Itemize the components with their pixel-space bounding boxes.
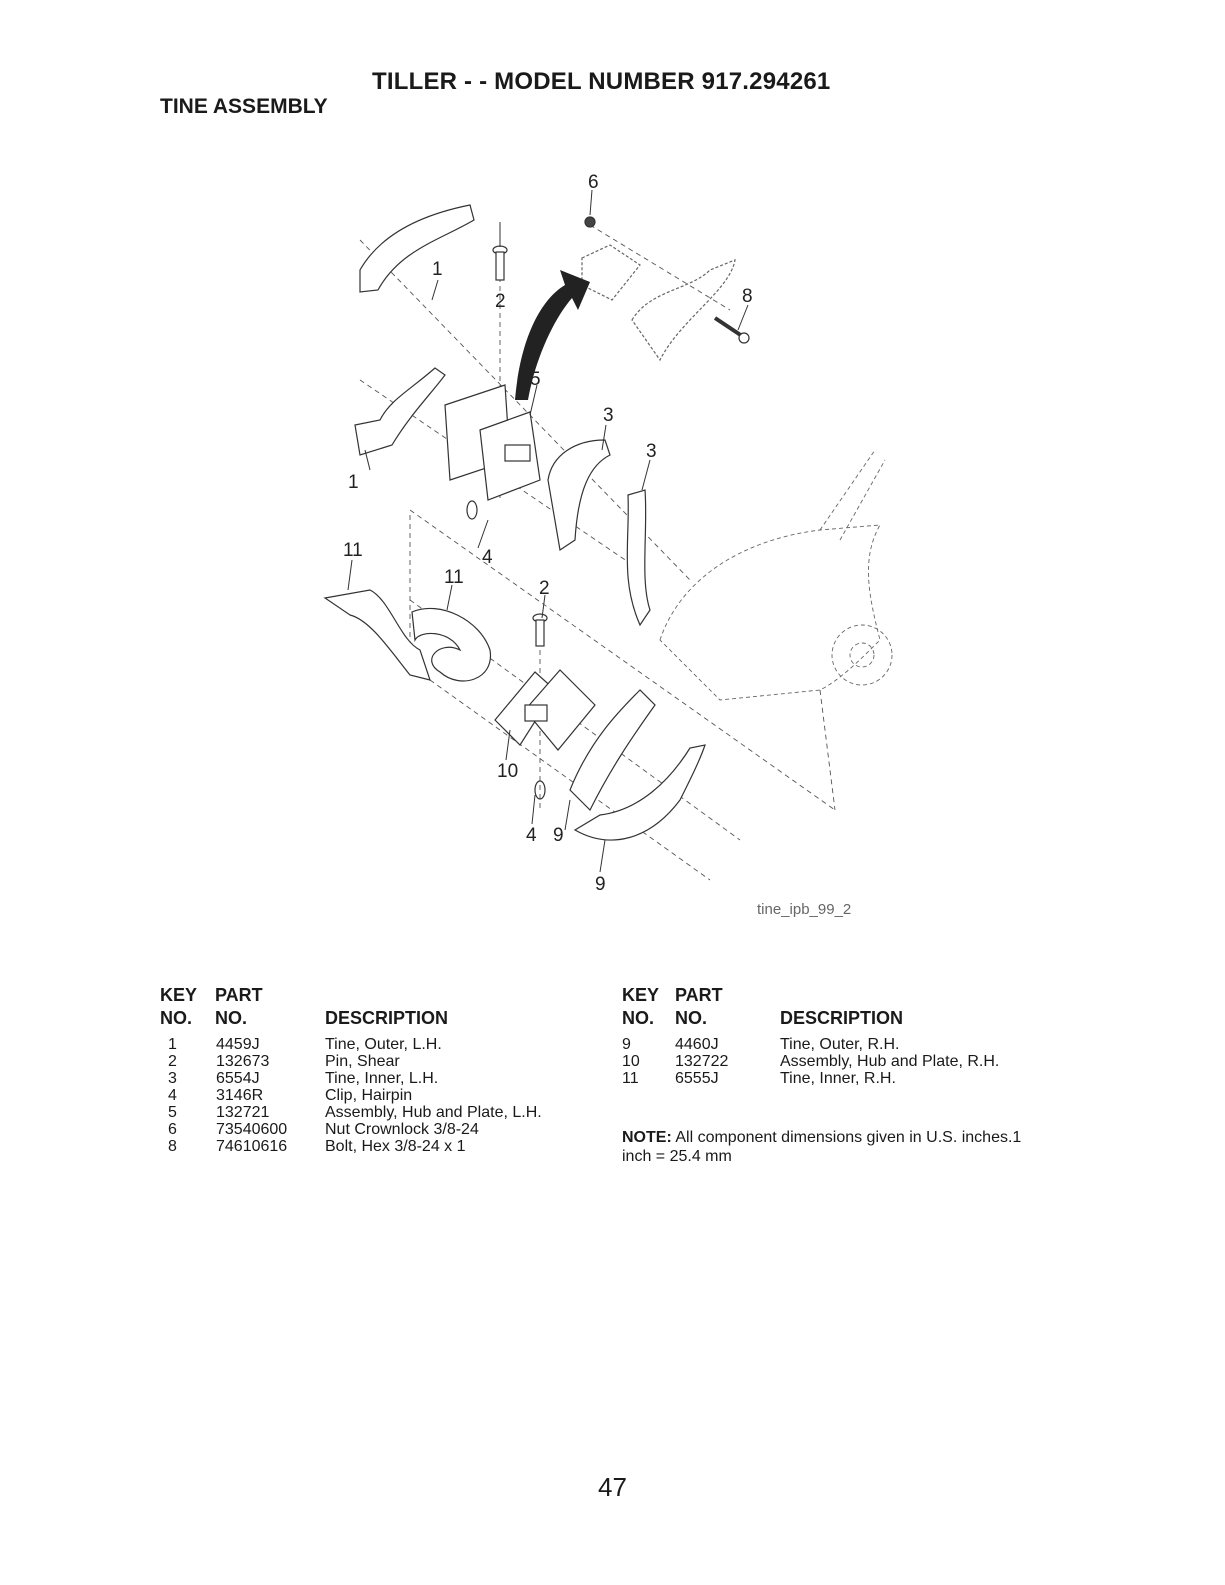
part-no: 132722 [675,1053,729,1070]
part-no: 6555J [675,1070,719,1087]
description: Tine, Outer, L.H. [325,1036,442,1053]
note-label: NOTE: [622,1129,672,1146]
description: Tine, Inner, R.H. [780,1070,896,1087]
description: Tine, Outer, R.H. [780,1036,900,1053]
shear-pin-lower-part [532,613,548,647]
col-header-part-no: NO. [215,1008,248,1028]
key-no: 11 [622,1070,639,1087]
outer-tine-lh-lower-part [354,367,446,456]
callout-label: 6 [588,172,599,193]
inner-tine-lh-part [547,439,651,627]
outer-tine-rh-upper-part [581,244,736,362]
description: Assembly, Hub and Plate, R.H. [780,1053,1000,1070]
callout-label: 3 [646,441,657,462]
hex-bolt-part [713,316,750,344]
part-no: 4459J [216,1036,260,1053]
rotation-arrow [515,270,590,400]
key-no: 5 [168,1104,177,1121]
outer-tine-rh-part [569,689,706,841]
hub-plate-lh-part [444,384,541,501]
callout-leader-lines [347,189,749,873]
figure-id: tine_ipb_99_2 [757,901,852,918]
callout-label: 11 [343,540,363,561]
col-header-description: DESCRIPTION [325,1008,449,1028]
key-no: 2 [168,1053,177,1070]
exploded-parts-diagram: 6 1 2 8 5 3 3 1 11 4 11 2 10 4 9 9 [323,172,893,895]
part-no: 132673 [216,1053,270,1070]
part-no: 132721 [216,1104,270,1121]
col-header-part: PART [215,985,263,1005]
callout-label: 3 [603,405,614,426]
description: Clip, Hairpin [325,1087,413,1104]
callout-numbers: 6 1 2 8 5 3 3 1 11 4 11 2 10 4 9 9 [343,172,753,895]
hairpin-clip-lower-part [534,780,546,800]
key-no: 1 [168,1036,177,1053]
callout-label: 4 [482,547,493,568]
part-no: 4460J [675,1036,719,1053]
callout-label: 2 [539,578,550,599]
key-no: 10 [622,1053,640,1070]
callout-label: 10 [497,761,518,782]
page-title: TILLER - - MODEL NUMBER 917.294261 [372,68,831,95]
part-no: 73540600 [216,1121,288,1138]
callout-label: 8 [742,286,753,307]
callout-label: 9 [595,874,606,895]
key-no: 6 [168,1121,177,1138]
dimension-note: NOTE: All component dimensions given in … [622,1128,1022,1166]
key-no: 9 [622,1036,631,1053]
col-header-key-no: NO. [622,1008,655,1028]
callout-label: 4 [526,825,537,846]
col-header-description: DESCRIPTION [780,1008,904,1028]
part-no: 6554J [216,1070,260,1087]
callout-label: 1 [348,472,359,493]
callout-label: 1 [432,259,443,280]
callout-label: 11 [444,567,464,588]
hairpin-clip-upper-part [466,500,478,520]
description: Pin, Shear [325,1053,400,1070]
section-title: TINE ASSEMBLY [160,95,328,118]
shear-pin-upper-part [492,245,508,281]
description: Assembly, Hub and Plate, L.H. [325,1104,542,1121]
description: Bolt, Hex 3/8-24 x 1 [325,1138,466,1155]
key-no: 4 [168,1087,177,1104]
inner-tine-rh-part [323,589,491,682]
part-no: 74610616 [216,1138,288,1155]
key-no: 3 [168,1070,177,1087]
col-header-part-no: NO. [675,1008,708,1028]
col-header-key: KEY [622,985,660,1005]
key-no: 8 [168,1138,177,1155]
hub-plate-rh-part [494,669,596,751]
part-no: 3146R [216,1087,264,1104]
description: Nut Crownlock 3/8-24 [325,1121,479,1138]
callout-label: 5 [530,369,541,390]
callout-label: 2 [495,291,506,312]
col-header-key-no: NO. [160,1008,193,1028]
tiller-transmission-housing [659,449,893,701]
callout-label: 9 [553,825,564,846]
outer-tine-lh-part [359,204,475,293]
note-text: All component dimensions given in U.S. i… [622,1129,1022,1165]
page-number: 47 [598,1472,627,1502]
description: Tine, Inner, L.H. [325,1070,439,1087]
crownlock-nut-part [584,216,596,228]
col-header-key: KEY [160,985,198,1005]
col-header-part: PART [675,985,723,1005]
